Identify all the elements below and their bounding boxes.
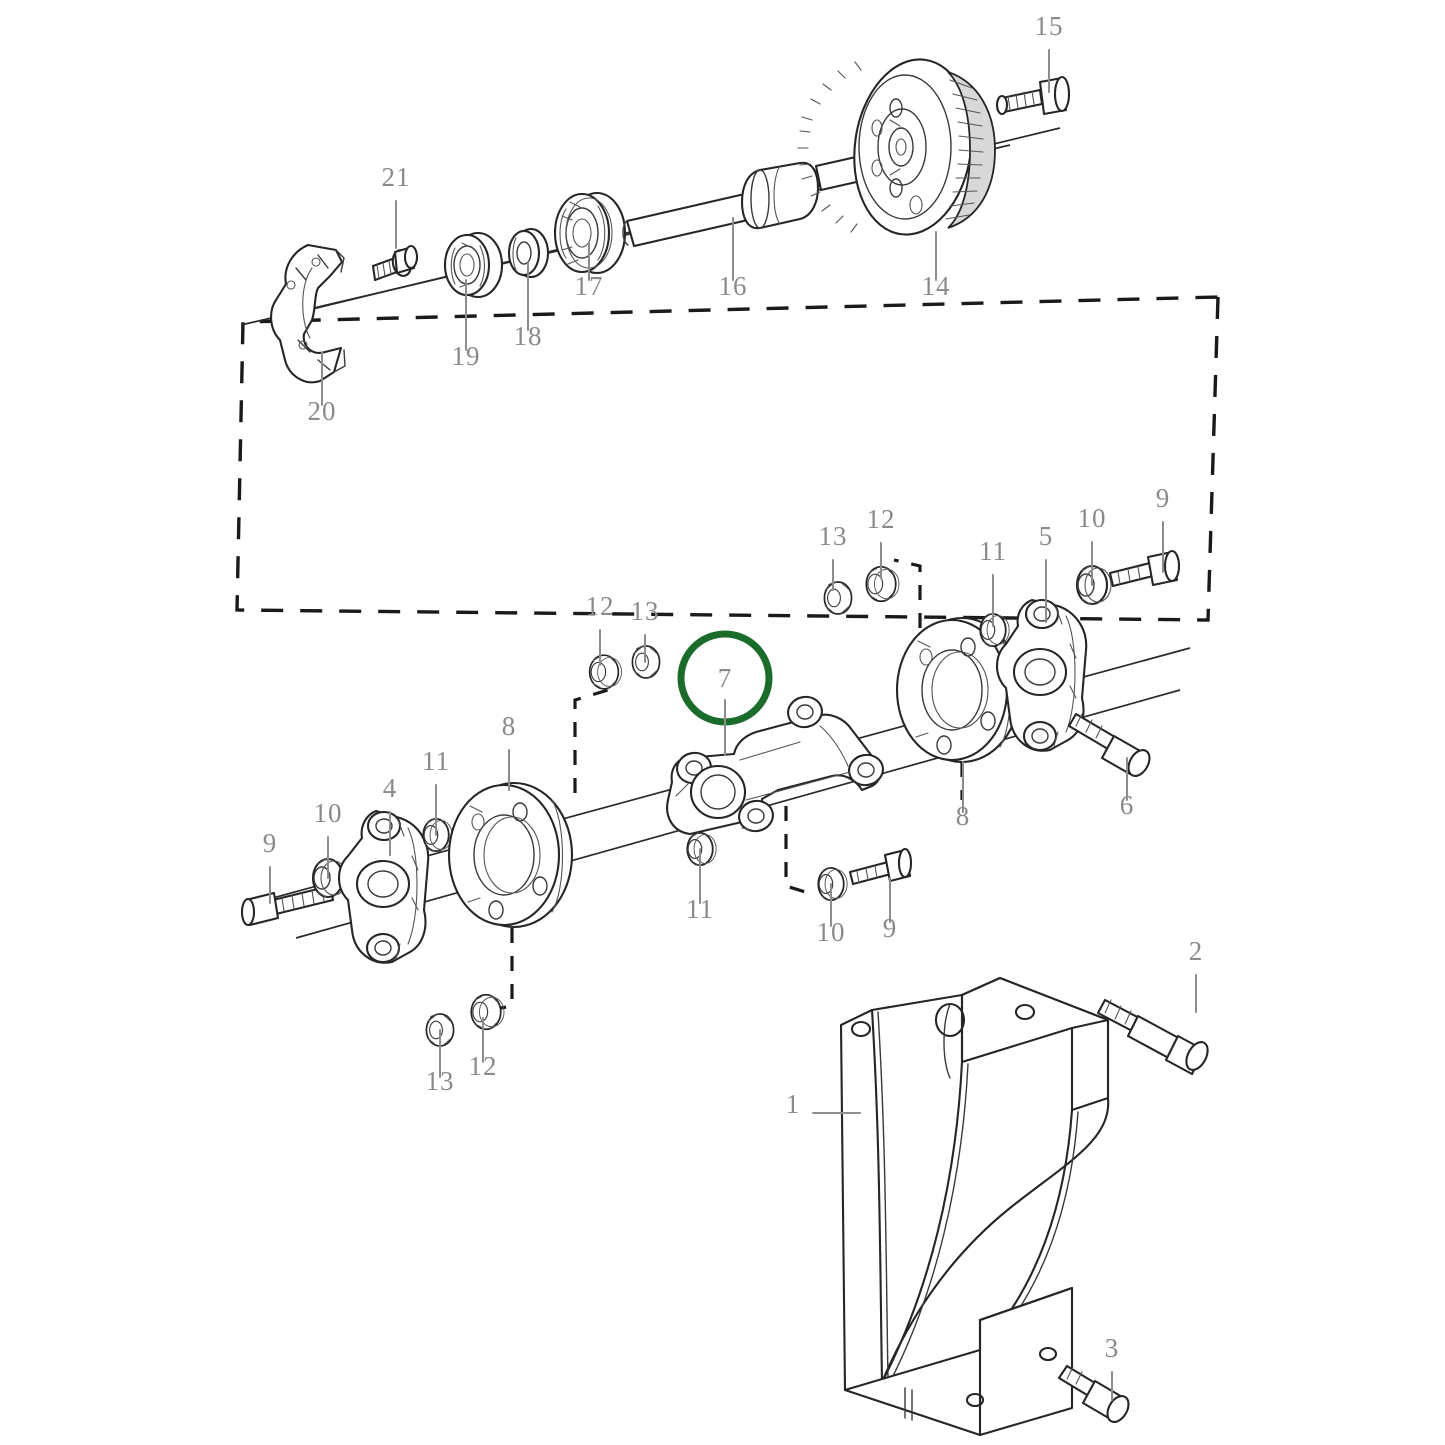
callout-leaders (269, 49, 1197, 1401)
part-number-label-12: 12 (469, 1051, 498, 1081)
part-10-washer-right (1075, 564, 1113, 606)
part-20-bearing-cap-clamp (270, 243, 346, 384)
part-number-label-11: 11 (686, 894, 714, 924)
part-number-label-2: 2 (1189, 936, 1204, 966)
part-number-label-13: 13 (819, 521, 848, 551)
part-5-bearing-bracket (995, 598, 1088, 752)
part-number-label-12: 12 (867, 504, 896, 534)
part-number-label-15: 15 (1035, 11, 1064, 41)
part-number-label-3: 3 (1105, 1333, 1120, 1363)
part-number-label-9: 9 (263, 828, 278, 858)
part-7-spacer-arm-bracket (666, 695, 884, 836)
part-number-label-1: 1 (786, 1089, 801, 1119)
part-number-label-5: 5 (1039, 521, 1054, 551)
part-number-label-12: 12 (586, 591, 615, 621)
part-number-label-21: 21 (382, 162, 411, 192)
part-number-label-9: 9 (1156, 483, 1171, 513)
part-2-cover-bolt (1096, 998, 1209, 1076)
part-17-main-bearing (553, 191, 627, 275)
part-number-label-10: 10 (817, 917, 846, 947)
part-21-cap-bolt (371, 244, 419, 282)
part-number-label-14: 14 (922, 271, 951, 301)
part-number-label-11: 11 (979, 536, 1007, 566)
part-8-flange-right (895, 616, 1022, 764)
part-number-label-13: 13 (631, 596, 660, 626)
middle-assembly (240, 549, 1191, 1047)
part-12-nut-bl (470, 993, 505, 1031)
part-12-nut-mid (588, 654, 623, 690)
part-number-label-9: 9 (883, 913, 898, 943)
part-number-label-6: 6 (1120, 790, 1135, 820)
part-number-label-16: 16 (719, 271, 748, 301)
part-number-label-8: 8 (956, 801, 971, 831)
part-number-label-7: 7 (718, 663, 733, 693)
part-number-label-4: 4 (383, 773, 398, 803)
part-15-gear-bolt (995, 75, 1071, 116)
part-3-cover-bolt (1057, 1364, 1130, 1423)
part-number-label-8: 8 (502, 711, 517, 741)
part-number-label-13: 13 (426, 1066, 455, 1096)
part-number-label-18: 18 (514, 321, 543, 351)
part-14-toothed-gear (797, 58, 996, 236)
part-11-washer-right (979, 612, 1011, 648)
part-number-label-19: 19 (452, 341, 481, 371)
part-18-spacer-collar (507, 227, 550, 279)
part-number-label-17: 17 (575, 271, 604, 301)
callout-labels: 1234567889991010101111111212121313131415… (263, 11, 1204, 1363)
upper-assembly (240, 58, 1071, 384)
part-11-washer-left (422, 817, 454, 853)
part-number-label-11: 11 (422, 746, 450, 776)
part-6-hex-bolt (1067, 712, 1151, 777)
part-19-bearing (443, 231, 504, 299)
part-9-bolt-mid (848, 847, 913, 886)
part-8-flange-left (447, 781, 574, 929)
part-12-nut-r (865, 565, 900, 603)
part-number-label-10: 10 (1078, 503, 1107, 533)
part-10-washer-mid (817, 866, 849, 902)
dashed-boundary-group (235, 295, 1220, 622)
part-number-label-10: 10 (314, 798, 343, 828)
part-number-label-20: 20 (308, 396, 337, 426)
part-11-washer-mid (686, 831, 718, 867)
part-1-belt-guard-cover (839, 976, 1110, 1437)
part-4-bearing-bracket (337, 809, 430, 964)
part-9-bolt-right (1108, 549, 1181, 588)
part-13-lockwasher-r (823, 581, 853, 615)
